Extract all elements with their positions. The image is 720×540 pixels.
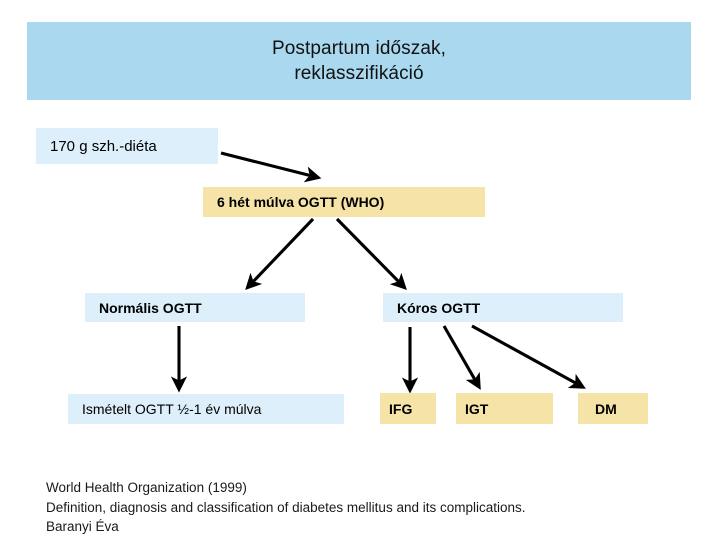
node-dm[interactable]: DM — [578, 393, 648, 424]
node-ogtt-6-weeks[interactable]: 6 hét múlva OGTT (WHO) — [203, 187, 485, 217]
node-ifg[interactable]: IFG — [380, 393, 436, 424]
source-citation: World Health Organization (1999) Definit… — [46, 478, 656, 537]
source-author: Baranyi Éva — [46, 519, 119, 535]
arrow-abnormal-to-dm — [471, 324, 586, 389]
arrow-ogtt-to-normal — [245, 217, 315, 291]
source-line-1: World Health Organization (1999) — [46, 480, 247, 495]
node-igt[interactable]: IGT — [456, 393, 553, 424]
arrow-abnormal-to-igt — [442, 325, 481, 390]
node-normal-ogtt[interactable]: Normális OGTT — [85, 293, 305, 322]
node-diet[interactable]: 170 g szh.-diéta — [36, 128, 218, 164]
slide-title-line-2: reklasszifikáció — [294, 63, 424, 84]
arrow-diet-to-ogtt — [220, 151, 322, 183]
arrow-ogtt-to-abnormal — [335, 217, 407, 290]
node-abnormal-ogtt[interactable]: Kóros OGTT — [383, 293, 623, 322]
slide-title-line-1: Postpartum időszak, — [271, 37, 447, 59]
node-repeat-ogtt[interactable]: Ismételt OGTT ½-1 év múlva — [68, 394, 344, 424]
slide-title-banner: Postpartum időszak, reklasszifikáció — [27, 22, 691, 100]
source-line-2: Definition, diagnosis and classification… — [46, 499, 526, 515]
